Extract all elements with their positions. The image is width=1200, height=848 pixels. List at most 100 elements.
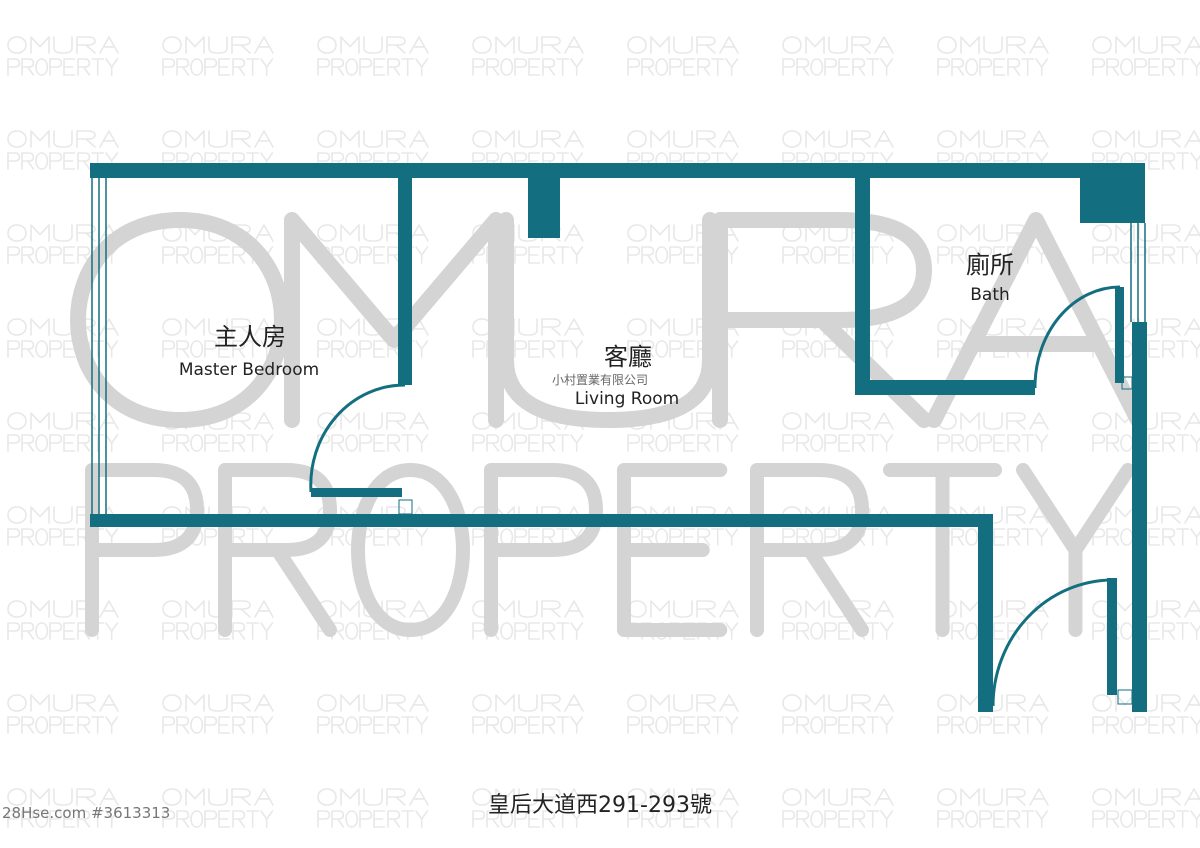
watermark-letter: [811, 341, 822, 357]
watermark-letter: [1008, 717, 1019, 733]
watermark-letter: [852, 789, 870, 805]
watermark-letter: [22, 435, 33, 451]
watermark-letter: [829, 37, 847, 53]
watermark-letter: [726, 811, 737, 827]
watermark-letter: [163, 789, 181, 805]
watermark-letter: [64, 247, 74, 263]
bottom-wall: [90, 514, 993, 527]
watermark-letter: [875, 413, 893, 429]
watermark-letter: [783, 789, 801, 805]
watermark-letter: [163, 435, 174, 451]
watermark-letter: [519, 789, 537, 805]
watermark-letter: [966, 529, 977, 545]
watermark-letter: [64, 59, 74, 75]
watermark-letter: [674, 413, 692, 429]
watermark-letter: [388, 529, 399, 545]
watermark-letter: [1191, 529, 1200, 545]
watermark-letter: [529, 247, 539, 263]
watermark-letter: [1107, 59, 1118, 75]
watermark-letter: [797, 435, 808, 451]
watermark-letter: [961, 789, 979, 805]
watermark-letter: [542, 695, 560, 711]
watermark-letter: [106, 623, 117, 639]
watermark-letter: [8, 789, 26, 805]
watermark-letter: [565, 695, 583, 711]
watermark-letter: [50, 341, 61, 357]
watermark-letter: [557, 341, 568, 357]
watermark-tile-omura: [783, 413, 893, 429]
watermark-tile-omura: [163, 37, 273, 53]
watermark-letter: [233, 59, 244, 75]
watermark-letter: [341, 789, 359, 805]
watermark-letter: [501, 811, 512, 827]
watermark-letter: [177, 59, 188, 75]
watermark-letter: [1139, 37, 1157, 53]
watermark-letter: [387, 789, 405, 805]
watermark-letter: [388, 717, 399, 733]
watermark-letter: [829, 131, 847, 147]
watermark-letter: [255, 319, 273, 335]
watermark-letter: [402, 811, 413, 827]
watermark-letter: [811, 811, 822, 827]
watermark-letter: [557, 623, 568, 639]
right-window: [1130, 223, 1146, 322]
watermark-letter: [1185, 789, 1200, 805]
watermark-letter: [565, 319, 583, 335]
watermark-tile-omura: [938, 37, 1048, 53]
watermark-letter: [839, 623, 849, 639]
watermark-letter: [684, 717, 694, 733]
watermark-letter: [938, 59, 949, 75]
watermark-tile-property: [473, 717, 582, 733]
watermark-letter: [374, 811, 384, 827]
watermark-letter: [31, 413, 49, 429]
watermark-letter: [1121, 59, 1132, 75]
watermark-letter: [674, 601, 692, 617]
watermark-letter: [726, 717, 737, 733]
watermark-letter: [1163, 623, 1174, 639]
watermark-letter: [961, 225, 979, 241]
watermark-letter: [360, 153, 371, 169]
bath-door-swing: [1033, 285, 1121, 389]
watermark-letter: [332, 341, 343, 357]
watermark-letter: [980, 811, 991, 827]
watermark-tile-omura: [938, 413, 1048, 429]
watermark-letter: [163, 623, 174, 639]
watermark-letter: [515, 717, 526, 733]
watermark-letter: [1162, 225, 1180, 241]
watermark-letter: [64, 435, 74, 451]
watermark-letter: [496, 789, 514, 805]
watermark-letter: [519, 695, 537, 711]
watermark-letter: [934, 220, 1138, 420]
watermark-letter: [656, 247, 667, 263]
watermark-letter: [720, 601, 738, 617]
watermark-letter: [1163, 153, 1174, 169]
watermark-letter: [64, 153, 74, 169]
watermark-tile-property: [628, 717, 737, 733]
watermark-letter: [1191, 623, 1200, 639]
watermark-letter: [163, 247, 174, 263]
watermark-letter: [318, 717, 329, 733]
watermark-letter: [186, 601, 204, 617]
watermark-letter: [712, 435, 723, 451]
watermark-letter: [852, 413, 870, 429]
watermark-letter: [78, 59, 89, 75]
entry-door-leaf: [1107, 578, 1117, 695]
watermark-letter: [318, 811, 329, 827]
watermark-letter: [1093, 623, 1104, 639]
watermark-tile-property: [1093, 717, 1200, 733]
watermark-letter: [31, 131, 49, 147]
watermark-tile-property: [318, 59, 427, 75]
watermark-tile-omura: [163, 131, 273, 147]
watermark-letter: [360, 59, 371, 75]
watermark-tile-omura: [938, 131, 1048, 147]
watermark-letter: [501, 623, 512, 639]
watermark-letter: [318, 37, 336, 53]
watermark-letter: [163, 59, 174, 75]
watermark-letter: [1022, 435, 1033, 451]
watermark-letter: [255, 413, 273, 429]
watermark-tile-omura: [318, 37, 428, 53]
watermark-letter: [341, 319, 359, 335]
watermark-letter: [938, 37, 956, 53]
master-bedroom-label-en: Master Bedroom: [178, 360, 320, 380]
watermark-letter: [1121, 717, 1132, 733]
